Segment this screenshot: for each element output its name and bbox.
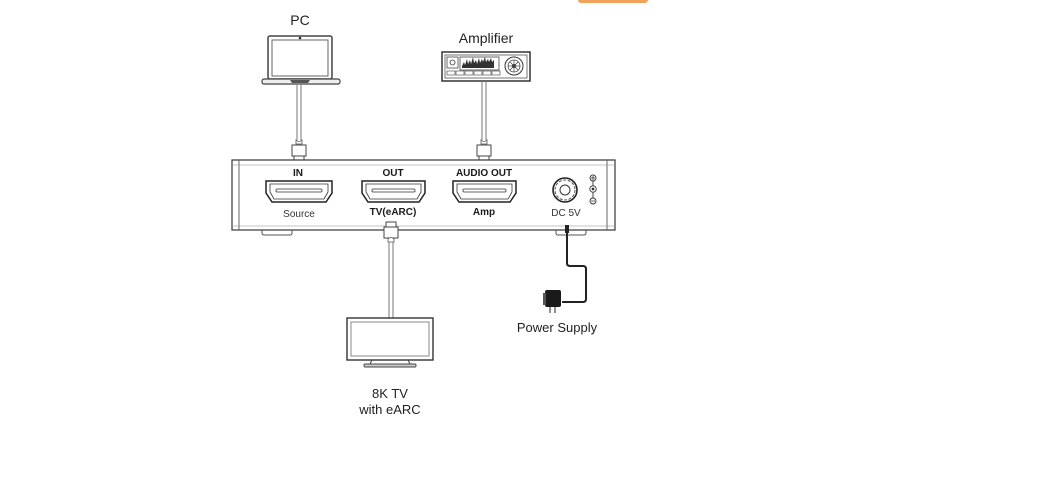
hdmi-port-out[interactable]	[361, 180, 426, 203]
amplifier-label: Amplifier	[459, 30, 514, 46]
pc-label: PC	[290, 12, 309, 28]
tv-hdmi-cable	[383, 221, 399, 318]
amplifier-icon	[441, 51, 531, 82]
tv-icon	[346, 317, 434, 368]
port-amp-label: Amp	[473, 207, 495, 218]
hdmi-port-audio-out[interactable]	[452, 180, 517, 203]
power-adapter-icon	[543, 290, 561, 313]
port-audio-out-label: AUDIO OUT	[456, 168, 512, 179]
hdmi-port-in[interactable]	[265, 180, 333, 203]
power-supply-label: Power Supply	[517, 320, 598, 335]
port-source-label: Source	[283, 209, 315, 220]
polarity-icon	[589, 174, 597, 205]
port-out-label: OUT	[382, 168, 403, 179]
amplifier-hdmi-cable	[476, 81, 492, 162]
laptop-icon	[261, 35, 341, 85]
port-in-label: IN	[293, 168, 303, 179]
pc-hdmi-cable	[291, 84, 307, 162]
dc-5v-label: DC 5V	[551, 208, 581, 219]
dc-power-jack[interactable]	[552, 177, 578, 203]
orange-tab-button[interactable]	[578, 0, 648, 3]
power-cable	[562, 225, 587, 303]
tv-label-line2: with eARC	[358, 402, 420, 417]
port-tv-earc-label: TV(eARC)	[370, 207, 417, 218]
tv-label-line1: 8K TV	[372, 386, 408, 401]
